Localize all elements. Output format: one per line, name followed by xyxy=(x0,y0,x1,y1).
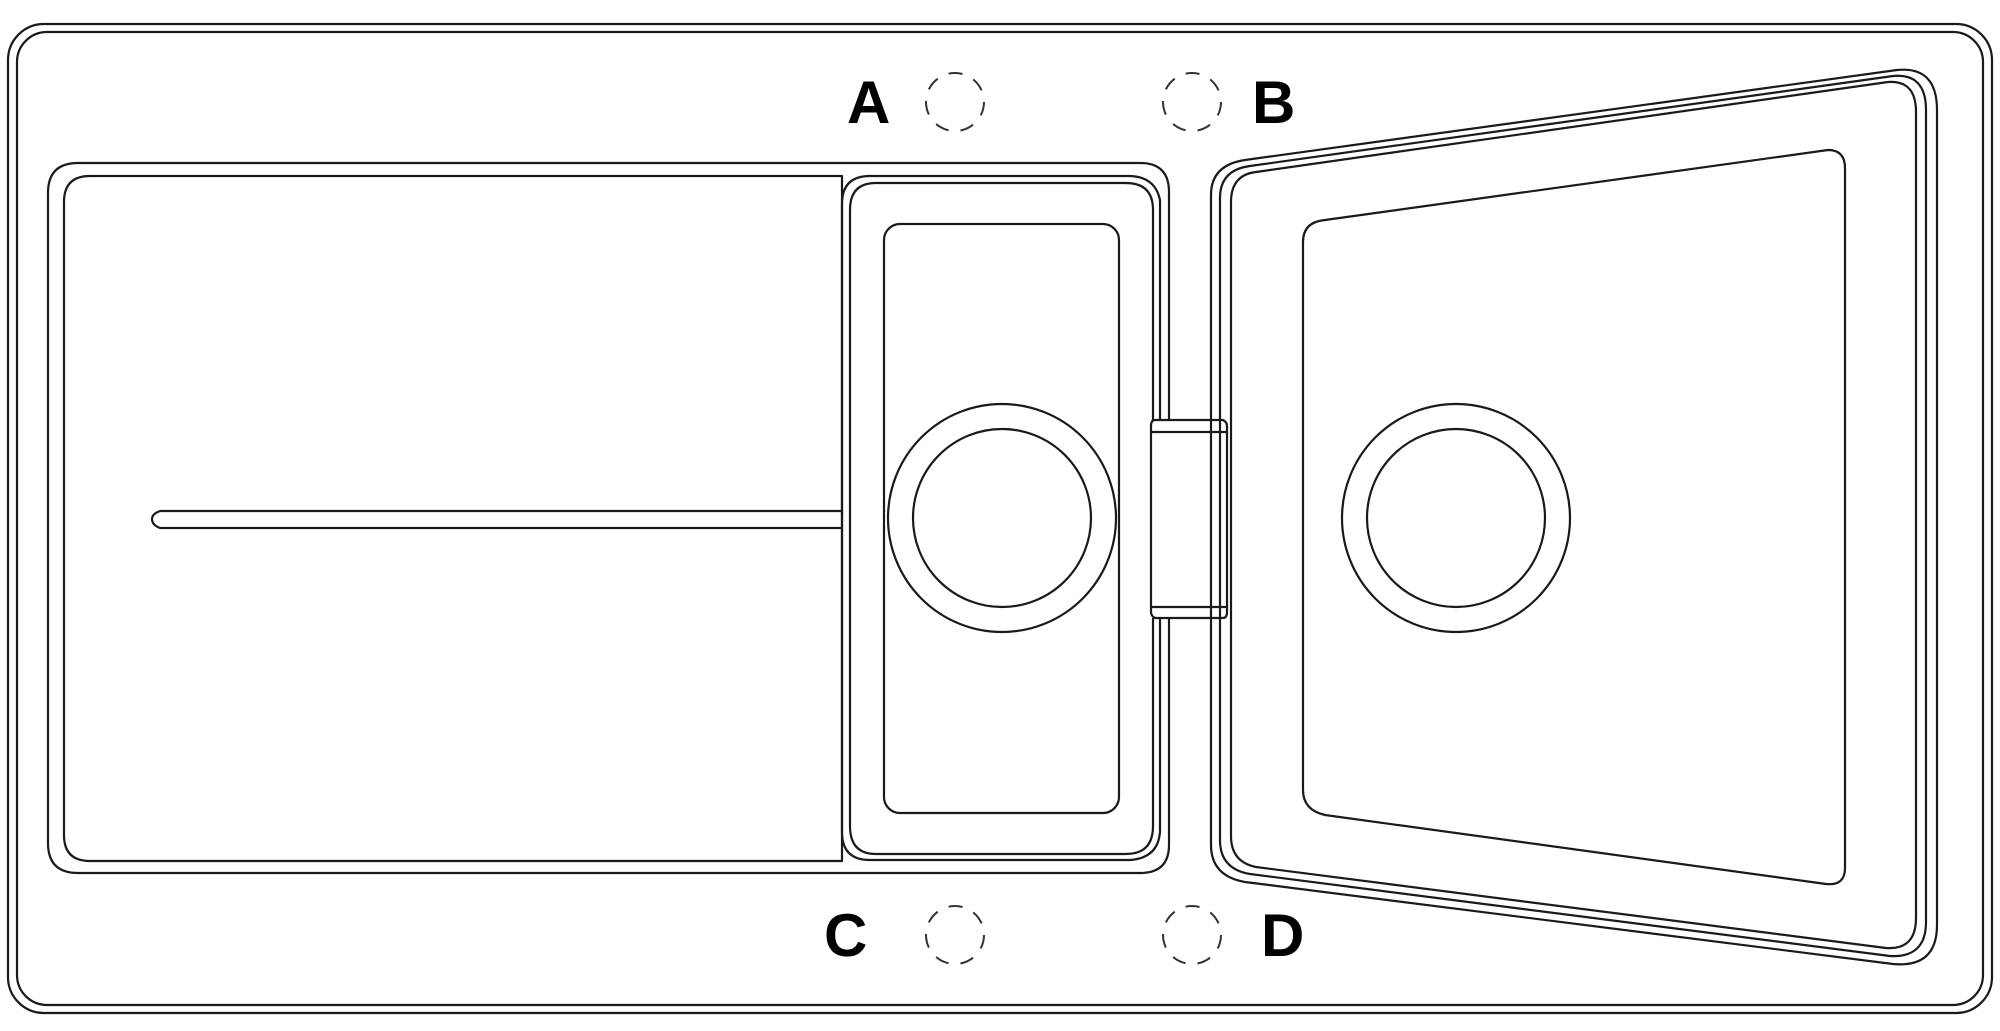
tap-hole-D-circle xyxy=(1162,905,1222,965)
tap-hole-A-label: A xyxy=(847,69,890,136)
main-bowl-drain xyxy=(1340,402,1572,634)
tap-hole-C-circle xyxy=(925,905,985,965)
tap-hole-A-circle xyxy=(925,72,985,132)
tap-hole-D: D xyxy=(1162,902,1304,969)
small-bowl xyxy=(840,174,1162,862)
main-bowl xyxy=(1209,68,1939,966)
tap-hole-C: C xyxy=(824,902,985,969)
sink-outer-frame xyxy=(6,22,1994,1015)
tap-hole-A: A xyxy=(847,69,985,136)
drainboard xyxy=(46,161,1171,875)
tap-hole-C-label: C xyxy=(824,902,867,969)
tap-hole-D-label: D xyxy=(1261,902,1304,969)
small-bowl-drain xyxy=(886,402,1118,634)
main-bowl-basin xyxy=(1301,148,1847,886)
drain-groove xyxy=(150,509,844,530)
small-bowl-basin xyxy=(882,222,1121,815)
tap-hole-B-label: B xyxy=(1252,69,1295,136)
tap-hole-B: B xyxy=(1162,69,1295,136)
overflow-connector xyxy=(1149,418,1229,620)
tap-hole-B-circle xyxy=(1162,72,1222,132)
